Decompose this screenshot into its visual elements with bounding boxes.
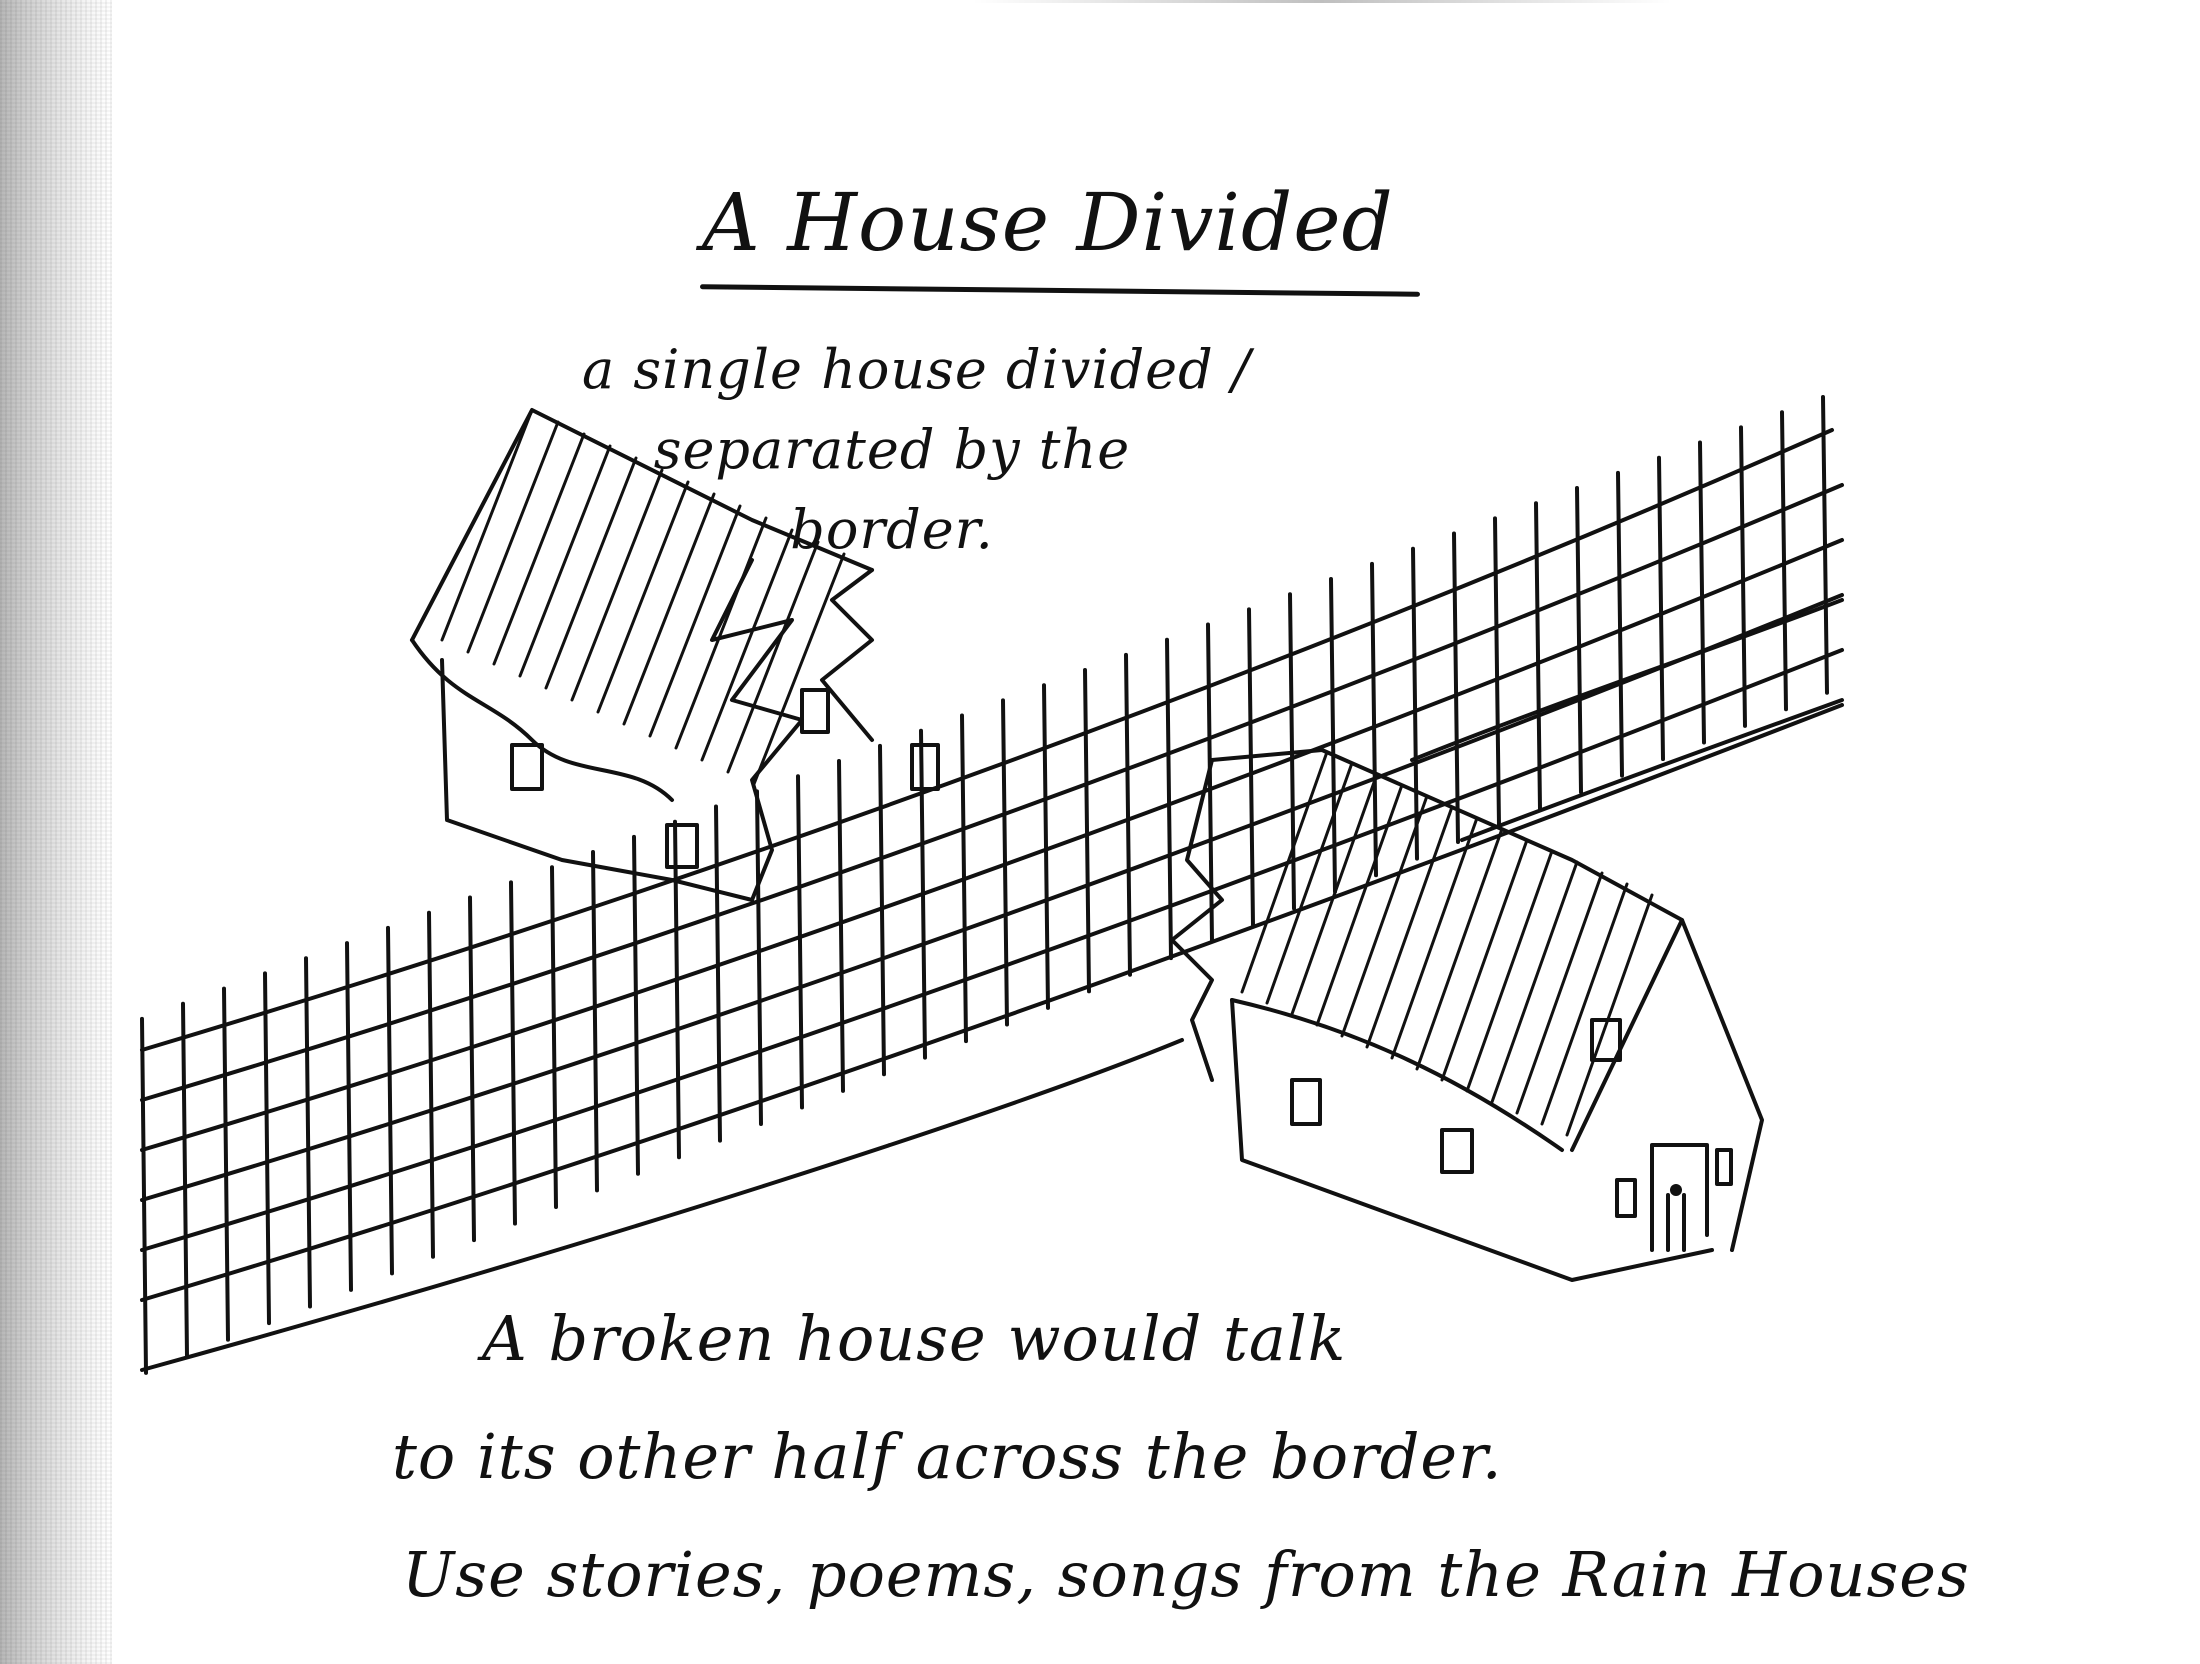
sketch-page: A House Divided a single house divided /… [112, 0, 2200, 1664]
roof-stripe [1465, 849, 1554, 1093]
roof-stripe [1515, 871, 1604, 1115]
roof-stripe [726, 540, 820, 774]
roof-stripe [570, 468, 664, 702]
roof-stripe [440, 408, 534, 642]
roof-stripe [1490, 860, 1579, 1104]
fence-post [509, 880, 517, 1226]
page-title: A House Divided [702, 176, 1394, 269]
roof-stripe [518, 444, 612, 678]
fence-post [1657, 455, 1665, 762]
subtitle-line: a single house divided / [582, 338, 1252, 401]
caption-note: A broken house would talk to its other h… [252, 1280, 2152, 1634]
roof-stripe [1440, 838, 1529, 1082]
fence-post [714, 804, 722, 1143]
fence-post [181, 1001, 189, 1359]
roof-stripe [752, 552, 846, 786]
fence-posts [140, 395, 1829, 1375]
fence-post [1780, 410, 1788, 712]
fence-post [1165, 637, 1173, 961]
house-divided-drawing [140, 395, 1844, 1375]
roof-stripe [1340, 794, 1429, 1038]
fence-post [1083, 668, 1091, 994]
fence-post [550, 865, 558, 1209]
fence-post [1411, 546, 1419, 861]
caption-line: A broken house would talk [482, 1302, 1347, 1375]
roof-stripe [596, 480, 690, 714]
roof-stripe [1240, 750, 1329, 994]
roof-stripe [1290, 772, 1379, 1016]
fence-post [386, 925, 394, 1276]
roof-stripe [1265, 761, 1354, 1005]
page-top-edge [972, 0, 1672, 3]
fence-post [1534, 501, 1542, 811]
roof-stripe [700, 528, 794, 762]
fence-post [919, 728, 927, 1060]
fence-post [1452, 531, 1460, 844]
border-fence [140, 395, 1844, 1375]
fence-post [878, 743, 886, 1077]
left-house-half [410, 408, 940, 902]
fence-post [1493, 516, 1501, 828]
fence-post [1739, 425, 1747, 728]
fence-post [140, 1016, 148, 1375]
fence-post [1616, 470, 1624, 778]
fence-post [304, 956, 312, 1309]
roof-stripe [1415, 827, 1504, 1071]
roof-stripe [674, 516, 768, 750]
fence-post [1001, 698, 1009, 1027]
fence-post [468, 895, 476, 1243]
fence-post [632, 834, 640, 1176]
roof-stripe [492, 432, 586, 666]
fence-post [755, 789, 763, 1127]
fence-post [1575, 486, 1583, 795]
roof-stripe [1365, 805, 1454, 1049]
fence-post [1698, 440, 1706, 745]
roof-stripe [648, 504, 742, 738]
fence-post [591, 850, 599, 1193]
fence-post [345, 941, 353, 1292]
fence-post [837, 759, 845, 1093]
fence-post [1821, 395, 1829, 695]
roof-stripe [466, 420, 560, 654]
right-roof-stripes [1240, 750, 1654, 1137]
fence-post [222, 986, 230, 1342]
right-house-half [1170, 748, 1764, 1282]
fence-post [1370, 561, 1378, 878]
roof-stripe [1565, 893, 1654, 1137]
fence-post [427, 910, 435, 1259]
roof-stripe [622, 492, 716, 726]
fence-post [960, 713, 968, 1044]
fence-post [1247, 607, 1255, 927]
subtitle-line: separated by the [653, 418, 1131, 481]
caption-line: Use stories, poems, songs from the Rain … [402, 1538, 1970, 1611]
caption-line: to its other half across the border. [392, 1420, 1503, 1493]
left-roof-stripes [440, 408, 846, 786]
roof-stripe [544, 456, 638, 690]
roof-stripe [1540, 882, 1629, 1126]
fence-post [1329, 577, 1337, 894]
book-binding-shadow [0, 0, 112, 1664]
roof-stripe [1390, 816, 1479, 1060]
fence-post [673, 819, 681, 1160]
roof-stripe [1315, 783, 1404, 1027]
fence-post [263, 971, 271, 1326]
fence-post [796, 774, 804, 1110]
fence-post [1124, 652, 1132, 977]
fence-post [1042, 683, 1050, 1010]
